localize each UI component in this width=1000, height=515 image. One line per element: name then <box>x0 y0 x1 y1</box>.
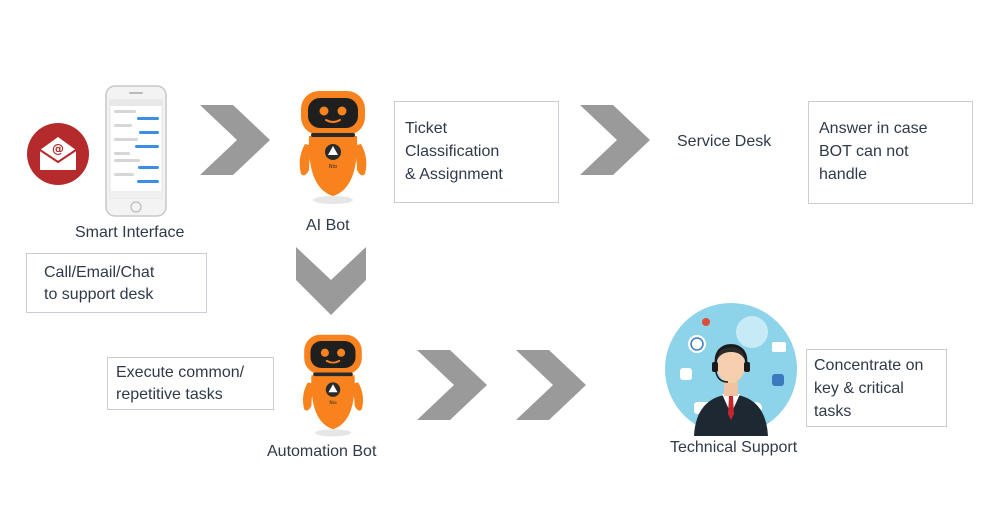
smart-interface-label: Smart Interface <box>75 224 185 241</box>
concentrate-line-3: tasks <box>814 403 852 420</box>
smartphone-icon <box>105 85 167 217</box>
execute-tasks-box: Execute common/ repetitive tasks <box>107 357 274 410</box>
concentrate-line-1: Concentrate on <box>814 357 924 374</box>
call-line-1: Call/Email/Chat <box>44 264 155 281</box>
ticket-classification-box: Ticket Classification & Assignment <box>394 101 559 203</box>
execute-line-2: repetitive tasks <box>116 386 223 403</box>
concentrate-line-2: key & critical <box>814 380 904 397</box>
arrow-right-icon <box>200 105 270 175</box>
answer-line-1: Answer in case <box>819 120 928 137</box>
answer-line-3: handle <box>819 166 868 183</box>
arrow-right-icon <box>417 350 487 420</box>
automation-bot-label: Automation Bot <box>267 443 377 460</box>
arrow-right-icon <box>580 105 650 175</box>
svg-text:@: @ <box>52 142 64 156</box>
ticket-line-1: Ticket <box>405 120 448 137</box>
concentrate-box: Concentrate on key & critical tasks <box>806 349 947 427</box>
ai-bot-label: AI Bot <box>306 217 350 234</box>
call-line-2: to support desk <box>44 286 154 303</box>
email-icon: @ <box>27 123 89 185</box>
bot-badge-text: Nio <box>329 164 337 170</box>
service-desk-label: Service Desk <box>677 133 772 150</box>
arrow-down-icon <box>296 247 366 315</box>
ai-bot-robot-icon: Nio <box>299 91 367 204</box>
technical-support-label: Technical Support <box>670 439 798 456</box>
execute-line-1: Execute common/ <box>116 364 245 381</box>
answer-box: Answer in case BOT can not handle <box>808 101 973 204</box>
arrow-right-icon <box>516 350 586 420</box>
technical-support-agent-icon <box>665 303 797 436</box>
ticket-line-3: & Assignment <box>405 166 503 183</box>
call-email-chat-box: Call/Email/Chat to support desk <box>26 253 207 313</box>
bot-badge-text: Nio <box>329 400 337 406</box>
answer-line-2: BOT can not <box>819 143 909 160</box>
automation-bot-robot-icon: Nio <box>303 334 363 437</box>
ticket-line-2: Classification <box>405 143 500 160</box>
